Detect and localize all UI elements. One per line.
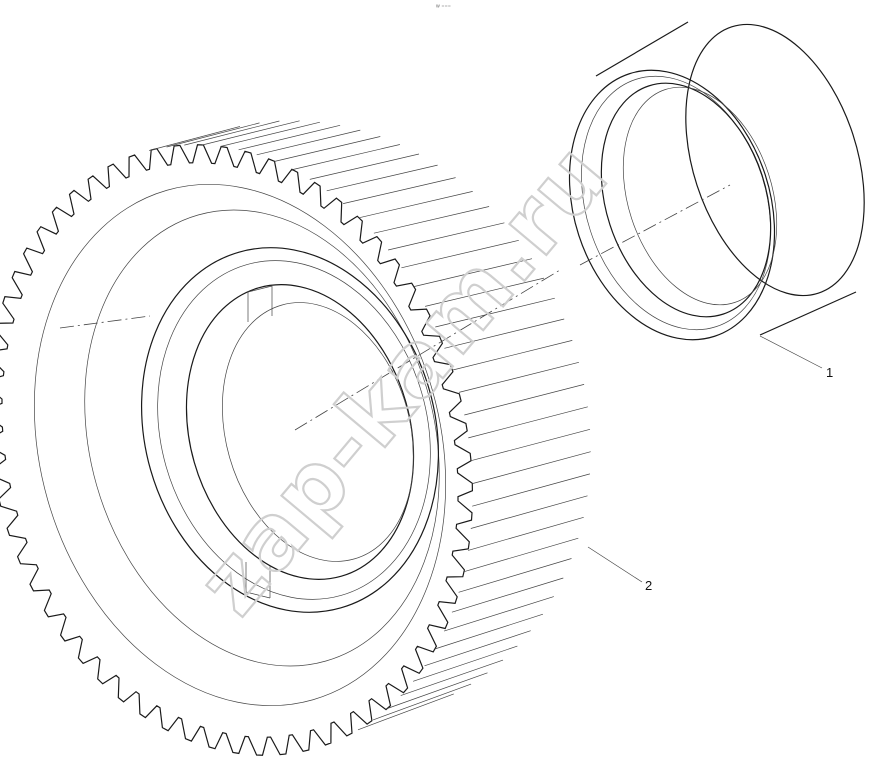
gear-hub-outer — [140, 247, 440, 613]
sleeve-inner-groove — [622, 86, 778, 306]
gear-tooth-stripe — [413, 258, 533, 287]
gear-tooth-stripe — [435, 297, 555, 328]
gear-slot-top — [247, 285, 273, 322]
gear-tooth-stripe — [166, 122, 260, 148]
gear-teeth — [0, 144, 474, 756]
helical-gear — [0, 120, 591, 756]
sleeve-back-edge — [685, 23, 865, 297]
callout-1: 1 — [759, 335, 833, 380]
gear-tooth-stripe — [472, 473, 590, 507]
gear-tooth-stripe — [238, 124, 341, 151]
gear-tooth-stripe — [468, 516, 584, 551]
gear-tooth-stripe — [388, 222, 505, 251]
gear-tooth-stripe — [424, 630, 531, 667]
gear-horizontal-center-line — [59, 315, 151, 329]
gear-tooth-stripe — [434, 613, 544, 650]
gear-tooth-stripe — [387, 672, 488, 709]
gear-tooth-face — [149, 120, 591, 731]
gear-tooth-stripe — [468, 406, 588, 439]
gear-tooth-stripe — [425, 277, 545, 307]
gear-bore-edge — [185, 284, 415, 580]
gear-tooth-stripe — [357, 693, 454, 731]
leader-line-2 — [587, 546, 643, 583]
gear-axis-line — [294, 269, 561, 431]
callout-2: 2 — [587, 546, 652, 593]
gear-tooth-stripe — [149, 126, 240, 151]
sleeve-axis-line — [579, 184, 731, 266]
leader-line-1 — [759, 335, 823, 369]
gear-bore-inner — [222, 302, 414, 562]
gear-tooth-stripe — [470, 428, 591, 462]
gear-tooth-stripe — [202, 120, 300, 146]
gear-tooth-stripe — [220, 121, 320, 147]
gear-tooth-stripe — [343, 177, 456, 204]
watermark-text: zap-kam.ru — [177, 124, 628, 634]
gear-tooth-stripe — [274, 136, 381, 162]
gear-tooth-stripe — [444, 318, 565, 349]
gear-tooth-stripe — [458, 558, 572, 593]
gear-tooth-stripe — [463, 537, 579, 573]
gear-tooth-stripe — [412, 645, 518, 682]
gear-slot-bottom — [245, 562, 271, 599]
header-mark: ᵂ ⁼⁼⁼ — [436, 5, 451, 11]
gear-tooth-stripe — [326, 164, 438, 192]
gear-tooth-stripe — [372, 683, 472, 721]
gear-hub-step — [157, 260, 431, 600]
gear-tooth-stripe — [309, 153, 420, 180]
gear-tooth-stripe — [400, 659, 504, 696]
gear-tooth-stripe — [184, 120, 280, 146]
gear-tooth-stripe — [458, 361, 579, 393]
gear-rim-inner — [33, 184, 447, 706]
callout-label-1: 1 — [826, 365, 833, 380]
gear-tooth-stripe — [401, 239, 519, 269]
callout-label-2: 2 — [645, 578, 652, 593]
gear-tooth-stripe — [256, 129, 361, 156]
gear-tooth-stripe — [452, 340, 573, 371]
gear-tooth-stripe — [451, 577, 564, 613]
gear-tooth-stripe — [472, 451, 591, 484]
gear-tooth-stripe — [443, 596, 554, 632]
gear-tooth-stripe — [464, 384, 585, 416]
gear-tooth-stripe — [373, 206, 490, 234]
gear-tooth-stripe — [358, 191, 473, 219]
bearing-sleeve — [568, 21, 865, 341]
sleeve-outer-top — [595, 21, 689, 77]
gear-tooth-stripe — [292, 144, 400, 170]
gear-web-ring — [84, 209, 440, 667]
gear-tooth-stripe — [470, 495, 588, 529]
sleeve-front-inner — [600, 82, 772, 318]
sleeve-outer-bottom — [759, 291, 857, 336]
sleeve-front-outer — [568, 69, 776, 341]
